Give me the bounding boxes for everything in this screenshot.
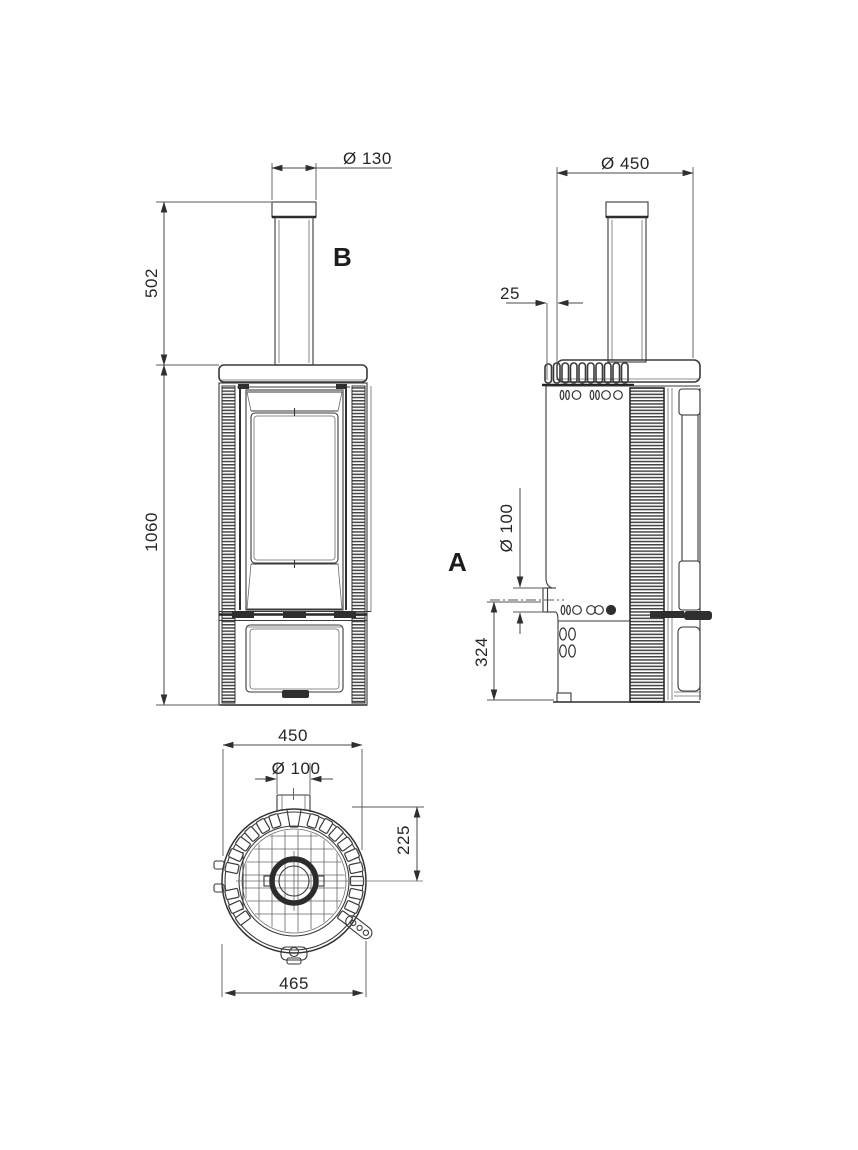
dim-outlet-offset: 225 [352, 806, 424, 882]
dim-total-height: 1060 [142, 364, 221, 706]
left-tab-upper [213, 860, 225, 870]
side-flue-pipe [605, 201, 649, 363]
dim-pipe-height: 502 [142, 201, 273, 366]
dim-outlet-diameter-side: Ø 100 [497, 488, 544, 634]
left-tab-lower [213, 883, 225, 893]
door-handle-side [684, 611, 712, 620]
front-door-profile [650, 388, 712, 700]
dim-rear-clearance: 25 [500, 284, 583, 380]
stove-body-front [218, 382, 368, 706]
door-glass [250, 412, 339, 564]
side-foot [556, 692, 572, 703]
left-rib-column [221, 385, 236, 704]
rear-flue-outlet [542, 587, 559, 621]
top-outlet-stub [276, 788, 311, 812]
flue-collar [271, 201, 317, 218]
view-label-a: A [448, 547, 467, 577]
dim-label-flue-diameter: Ø 130 [343, 149, 392, 168]
dim-label-overall-depth: 465 [279, 974, 309, 993]
top-plate-front [218, 364, 368, 383]
dim-outlet-height: 324 [472, 599, 564, 701]
right-rib-column [351, 385, 366, 704]
rib-band-side [629, 387, 665, 703]
center-flue-ring [269, 856, 319, 906]
top-view: 450 Ø 100 225 465 [213, 726, 424, 997]
dim-outlet-diameter-top: Ø 100 [255, 759, 333, 794]
front-view: Ø 130 502 1060 B [142, 149, 392, 706]
side-view: Ø 450 25 Ø 100 324 A [448, 154, 712, 703]
dim-label-outlet-height: 324 [472, 637, 491, 667]
stove-body-side [542, 385, 712, 703]
grate-handle [345, 915, 373, 940]
dim-label-outlet-diameter-top: Ø 100 [272, 759, 321, 778]
dim-label-outlet-diameter-side: Ø 100 [497, 504, 516, 553]
divider-band [219, 610, 371, 622]
fire-door [239, 389, 347, 611]
mid-vent-holes [560, 604, 617, 616]
lower-compartment-door [245, 624, 344, 698]
dim-label-top-width: 450 [278, 726, 308, 745]
dim-label-rear-clearance: 25 [500, 284, 520, 303]
lower-rear-vents [559, 627, 576, 658]
dim-label-total-height: 1060 [142, 512, 161, 552]
bottom-hinge-tab [280, 946, 308, 965]
front-flue-pipe [271, 201, 317, 366]
dim-label-top-diameter: Ø 450 [601, 154, 650, 173]
dim-top-width: 450 [222, 726, 363, 856]
flue-pipe-body [274, 216, 314, 366]
lower-door-handle [282, 690, 309, 698]
rib-crown [542, 362, 634, 387]
dim-label-pipe-height: 502 [142, 268, 161, 298]
rib-ring [224, 813, 365, 926]
view-label-b: B [333, 242, 352, 272]
dim-overall-depth: 465 [221, 941, 367, 997]
dim-label-outlet-offset: 225 [394, 825, 413, 855]
upper-vent-holes [559, 389, 623, 401]
dim-top-diameter: Ø 450 [556, 154, 694, 380]
dim-flue-diameter: Ø 130 [271, 149, 392, 200]
